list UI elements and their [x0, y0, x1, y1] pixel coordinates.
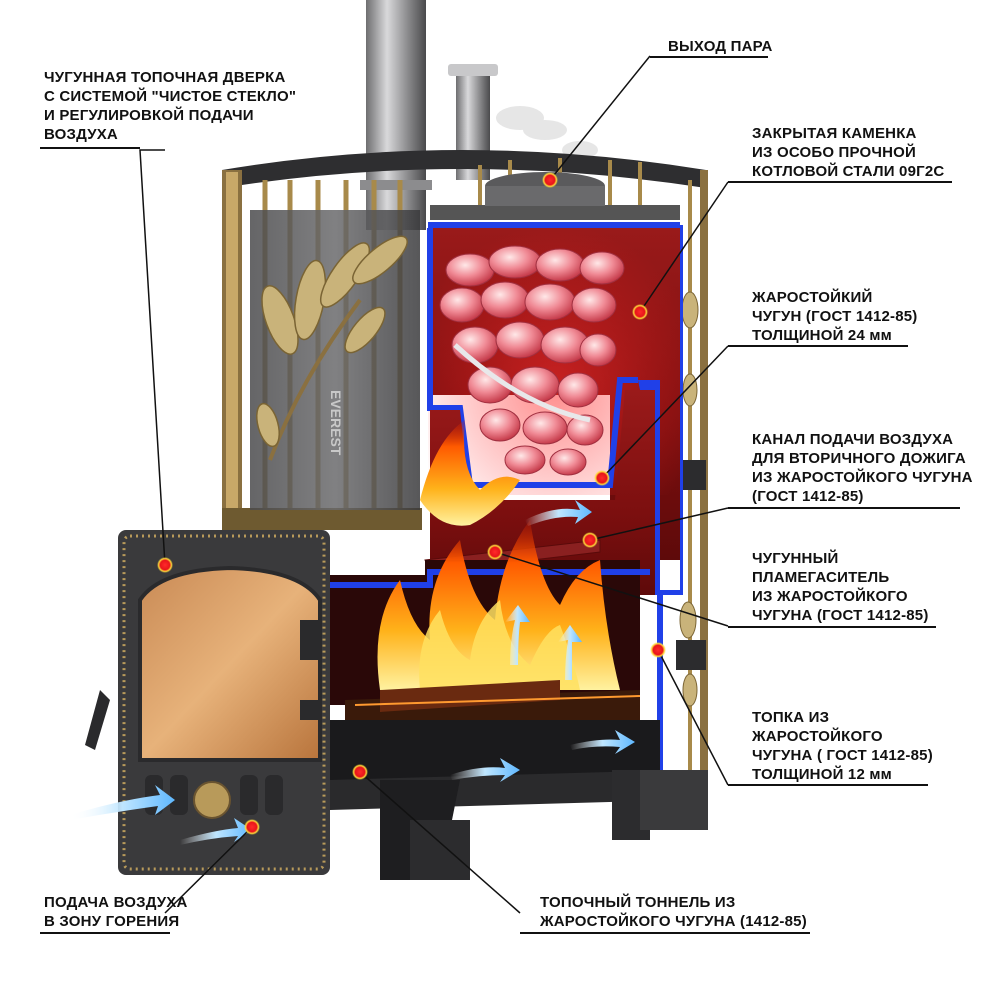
underline-air-channel: [728, 507, 960, 509]
marker-air-channel: [594, 470, 610, 486]
marker-stone-box: [632, 304, 648, 320]
brand-mark: EVEREST: [328, 390, 344, 456]
fire-flames: [377, 420, 620, 690]
underline-cast-iron-24: [728, 345, 908, 347]
heating-coil: [453, 343, 591, 423]
marker-air-supply: [244, 819, 260, 835]
marker-steam-outlet: [542, 172, 558, 188]
rear-rim: [222, 150, 706, 188]
marker-firebox: [650, 642, 666, 658]
oak-leaf-ornament: [256, 235, 408, 461]
label-firebox: ТОПКА ИЗ ЖАРОСТОЙКОГО ЧУГУНА ( ГОСТ 1412…: [752, 709, 933, 783]
label-door: ЧУГУННАЯ ТОПОЧНАЯ ДВЕРКА С СИСТЕМОЙ "ЧИС…: [44, 69, 297, 143]
label-steam-outlet: ВЫХОД ПАРА: [668, 38, 773, 55]
marker-tunnel: [352, 764, 368, 780]
label-air-channel: КАНАЛ ПОДАЧИ ВОЗДУХА ДЛЯ ВТОРИЧНОГО ДОЖИ…: [752, 431, 973, 505]
airflow-arrows: [70, 500, 635, 845]
callout-markers: [157, 172, 666, 835]
underline-air-supply: [40, 932, 170, 934]
underline-firebox: [728, 784, 928, 786]
label-tunnel: ТОПОЧНЫЙ ТОННЕЛЬ ИЗ ЖАРОСТОЙКОГО ЧУГУНА …: [540, 894, 807, 930]
door-handle: [85, 690, 110, 750]
door-glass: [138, 565, 322, 762]
firebox-door: [85, 530, 330, 875]
label-cast-iron-24: ЖАРОСТОЙКИЙ ЧУГУН (ГОСТ 1412-85) ТОЛЩИНО…: [752, 289, 918, 344]
underline-tunnel: [520, 932, 810, 934]
marker-door: [157, 557, 173, 573]
underline-steam-outlet: [650, 56, 768, 58]
air-regulator-knob: [193, 781, 231, 819]
chimney-pipe: [360, 0, 432, 230]
underline-flame-damper: [728, 626, 936, 628]
marker-flame-damper: [487, 544, 503, 560]
underline-door: [40, 147, 140, 149]
leader-lines: [139, 55, 729, 914]
label-air-supply: ПОДАЧА ВОЗДУХА В ЗОНУ ГОРЕНИЯ: [44, 894, 188, 930]
label-stone-box: ЗАКРЫТАЯ КАМЕНКА ИЗ ОСОБО ПРОЧНОЙ КОТЛОВ…: [752, 125, 945, 180]
underline-stone-box: [728, 181, 952, 183]
label-flame-damper: ЧУГУННЫЙ ПЛАМЕГАСИТЕЛЬ ИЗ ЖАРОСТОЙКОГО Ч…: [752, 550, 929, 624]
marker-cast-iron: [582, 532, 598, 548]
sauna-stones: [439, 245, 625, 476]
stove-base: [330, 770, 708, 880]
